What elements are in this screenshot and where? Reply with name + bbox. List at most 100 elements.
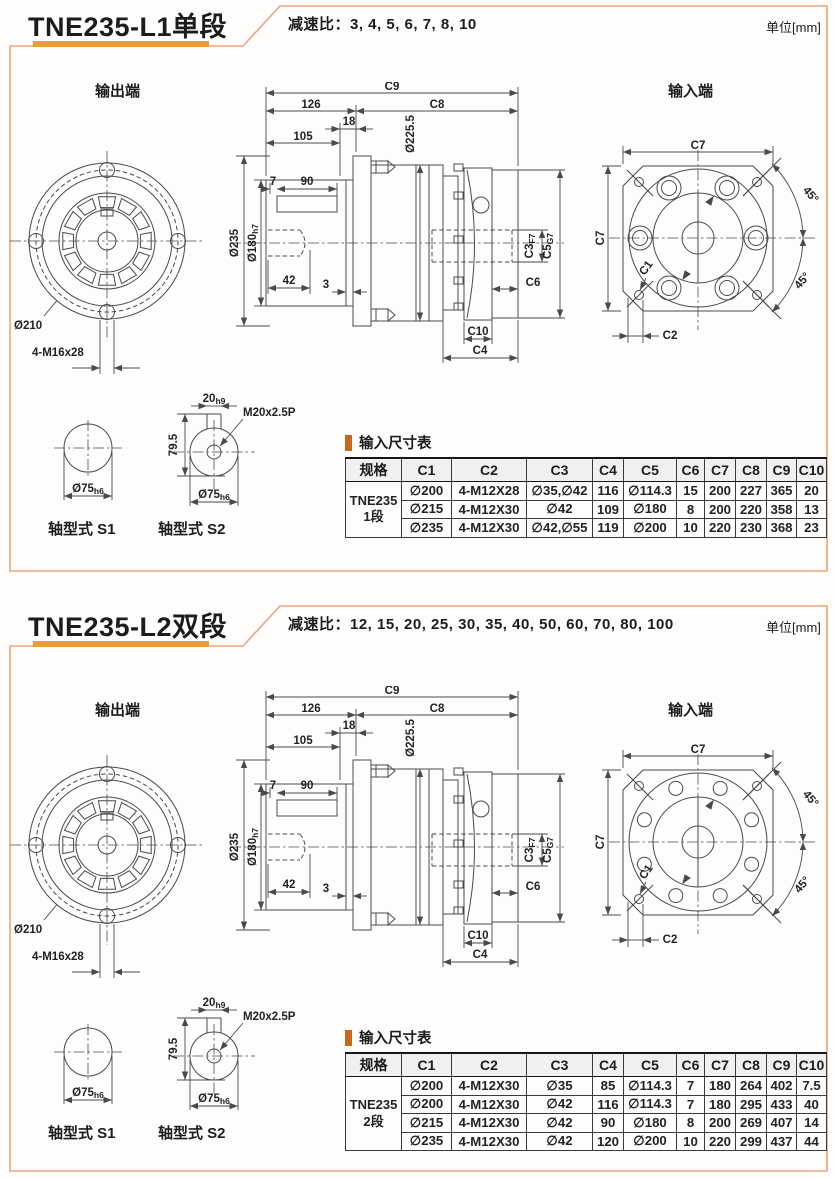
dim-c6: C6 xyxy=(526,277,541,289)
table-title-row: 输入尺寸表 xyxy=(345,1027,826,1048)
col-c10: C10 xyxy=(796,1052,827,1077)
dim-45-upper: 45° xyxy=(800,789,821,810)
side-view-outline xyxy=(230,155,564,327)
col-c4: C4 xyxy=(592,457,624,482)
table-title-row: 输入尺寸表 xyxy=(345,432,826,453)
dim-45-lower: 45° xyxy=(793,270,814,291)
input-end-label: 输入端 xyxy=(668,83,714,100)
shaft-s1-label: 轴型式 S1 xyxy=(48,521,116,538)
dim-c4: C4 xyxy=(473,949,488,961)
output-end-label: 输出端 xyxy=(95,83,141,100)
output-flange-outline xyxy=(10,755,205,945)
dim-d210: Ø210 xyxy=(14,924,42,936)
dim-d225-5: Ø225.5 xyxy=(405,719,417,757)
dim-79-5: 79.5 xyxy=(168,1037,180,1060)
dim-d225-5: Ø225.5 xyxy=(405,115,417,153)
side-view-dimensions xyxy=(236,691,565,967)
dim-c5g7: C5G7 xyxy=(542,233,555,259)
section1-title: TNE235-L1单段 xyxy=(28,12,228,42)
side-view-drawing: C9 126 C8 18 105 Ø225.5 Ø235 Ø180h7 7 90… xyxy=(229,686,565,967)
section2-frame xyxy=(9,605,828,1172)
shaft-s1-outline xyxy=(54,1024,122,1082)
section1-title-underline xyxy=(33,41,209,47)
output-flange-outline xyxy=(10,151,205,341)
dim-3: 3 xyxy=(323,279,329,291)
col-c3: C3 xyxy=(526,1052,593,1077)
shaft-s2-dimensions xyxy=(177,1006,244,1110)
input-end-drawing: C7 C7 45° 45° C1 C2 xyxy=(595,140,821,343)
dim-c3f7: C3F7 xyxy=(524,233,537,258)
dim-c8: C8 xyxy=(430,703,445,715)
col-c7: C7 xyxy=(704,1052,736,1077)
dim-c3f7: C3F7 xyxy=(524,837,537,862)
dim-m20: M20x2.5P xyxy=(243,1011,296,1023)
dim-105: 105 xyxy=(293,735,313,747)
section1-table-block: 输入尺寸表 规格 C1 C2 C3 C4 C5 C6 C7 C8 C9 C10 xyxy=(345,432,827,538)
table-group-label: TNE235 2段 xyxy=(345,1076,402,1151)
shaft-s2-label: 轴型式 S2 xyxy=(158,521,226,538)
dim-79-5: 79.5 xyxy=(168,433,180,456)
table-row: ∅200 4-M12X30 ∅42 116 ∅114.3 7 180 295 4… xyxy=(346,1094,827,1114)
dim-c10: C10 xyxy=(467,326,488,338)
shaft-s1-drawing: Ø75h6 xyxy=(54,1024,122,1104)
dim-42: 42 xyxy=(283,275,296,287)
shaft-s2-label: 轴型式 S2 xyxy=(158,1125,226,1142)
dim-c2: C2 xyxy=(663,330,678,342)
dim-126: 126 xyxy=(301,99,320,111)
dim-d75h6: Ø75h6 xyxy=(198,1093,230,1106)
dim-d235: Ø235 xyxy=(229,228,241,257)
dim-c7-top: C7 xyxy=(691,140,706,152)
dim-c9: C9 xyxy=(385,82,400,93)
section2-drawings: 输出端 输入端 xyxy=(0,604,835,1178)
col-c4: C4 xyxy=(592,1052,624,1077)
dim-45-lower: 45° xyxy=(793,874,814,895)
section2-title-underline xyxy=(33,641,209,647)
dim-c10: C10 xyxy=(467,930,488,942)
dim-c2: C2 xyxy=(663,934,678,946)
input-end-dimensions xyxy=(602,146,807,343)
dim-90: 90 xyxy=(301,780,314,792)
section2-title: TNE235-L2双段 xyxy=(28,612,228,642)
shaft-s1-label: 轴型式 S1 xyxy=(48,1125,116,1142)
col-c1: C1 xyxy=(401,457,452,482)
dim-c4: C4 xyxy=(473,345,488,357)
dim-4m16x28: 4-M16x28 xyxy=(32,347,84,359)
section2-unit-label: 单位[mm] xyxy=(766,620,821,635)
input-dimension-table: 规格 C1 C2 C3 C4 C5 C6 C7 C8 C9 C10 TNE235… xyxy=(345,457,827,538)
section1-unit-label: 单位[mm] xyxy=(766,20,821,35)
dim-90: 90 xyxy=(301,176,314,188)
col-c2: C2 xyxy=(451,457,527,482)
shaft-s2-dimensions xyxy=(177,402,244,506)
section2-ratio-label: 减速比：12, 15, 20, 25, 30, 35, 40, 50, 60, … xyxy=(288,616,674,633)
side-view-outline xyxy=(230,759,564,931)
col-spec: 规格 xyxy=(345,457,402,482)
col-c8: C8 xyxy=(735,1052,767,1077)
dim-45-upper: 45° xyxy=(800,185,821,206)
dim-7: 7 xyxy=(270,176,276,188)
table-row: TNE235 2段 ∅200 4-M12X30 ∅35 85 ∅114.3 7 … xyxy=(345,1076,827,1151)
input-end-dimensions xyxy=(602,750,807,947)
section1-frame xyxy=(9,5,828,572)
dim-126: 126 xyxy=(301,703,320,715)
dim-d235: Ø235 xyxy=(229,832,241,861)
dim-c7-top: C7 xyxy=(691,744,706,756)
dim-105: 105 xyxy=(293,131,313,143)
output-flange-drawing: Ø210 4-M16x28 xyxy=(10,755,205,978)
output-flange-dimensions xyxy=(43,904,140,978)
dim-c8: C8 xyxy=(430,99,445,111)
dim-3: 3 xyxy=(323,883,329,895)
col-c10: C10 xyxy=(796,457,827,482)
dim-d180h7: Ø180h7 xyxy=(247,224,260,262)
section1-drawings: 输出端 输入端 xyxy=(0,0,835,580)
table-header-row: 规格 C1 C2 C3 C4 C5 C6 C7 C8 C9 C10 xyxy=(345,1052,827,1077)
col-c2: C2 xyxy=(451,1052,527,1077)
input-end-outline xyxy=(609,150,815,330)
input-end-label: 输入端 xyxy=(668,702,714,719)
dim-c7-left: C7 xyxy=(595,231,607,246)
col-c9: C9 xyxy=(766,1052,797,1077)
table-title: 输入尺寸表 xyxy=(359,1031,432,1047)
col-c6: C6 xyxy=(676,1052,705,1077)
shaft-s2-drawing: 20h9 M20x2.5P 79.5 Ø75h6 xyxy=(168,393,296,506)
col-c7: C7 xyxy=(704,457,736,482)
col-c5: C5 xyxy=(623,457,677,482)
